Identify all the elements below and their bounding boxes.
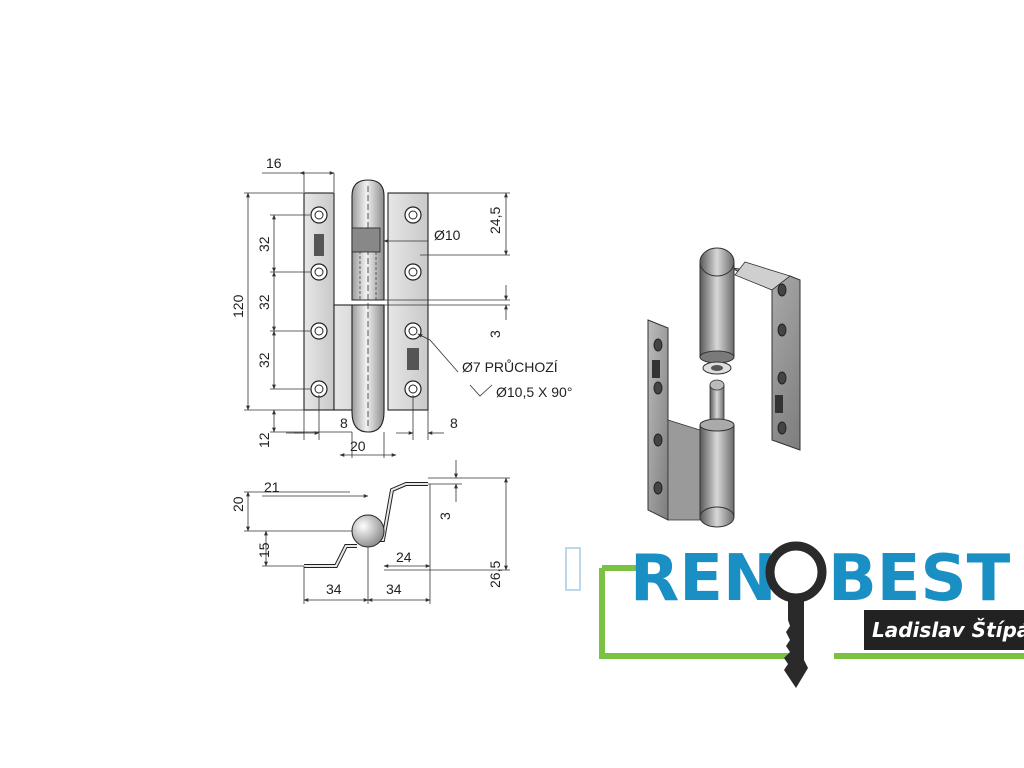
- front-view: 16 120 32 32 32 12 8 20 8 24,5 3 Ø10 Ø7 …: [230, 155, 572, 458]
- hinge-3d-view: [647, 247, 801, 528]
- dim-section-step: 3: [437, 512, 453, 520]
- dim-top-width: 16: [266, 155, 282, 171]
- logo-tagline: Ladislav Štípán: [872, 618, 1024, 642]
- logo-green-frame: [599, 568, 1024, 659]
- dim-height-total: 120: [230, 294, 246, 318]
- holes-right: [404, 206, 422, 398]
- section-ball: [351, 514, 385, 548]
- dim-pitch-3: 32: [256, 352, 272, 368]
- left-leaf-plate: [303, 192, 335, 411]
- dim-top-offset: 24,5: [487, 207, 503, 234]
- renobest-logo: REN BEST Ladislav Štípán: [565, 541, 1024, 688]
- holes-left: [310, 206, 328, 398]
- dim-offset-right: 8: [450, 415, 458, 431]
- logo-text-ren: REN: [630, 542, 777, 616]
- callout-countersink: Ø10,5 X 90°: [496, 384, 572, 400]
- dim-section-depth: 26,5: [487, 561, 503, 588]
- pin-slot: [351, 227, 381, 253]
- dim-pitch-2: 32: [256, 294, 272, 310]
- dim-offset-left: 8: [340, 415, 348, 431]
- dim-section-height-a: 20: [230, 496, 246, 512]
- dim-pitch-1: 32: [256, 236, 272, 252]
- logo-tagline-bar: [864, 610, 1024, 650]
- dim-section-width-b: 24: [396, 549, 412, 565]
- section-view: 20 21 3 15 24 34 34 26,5: [230, 460, 510, 604]
- right-leaf-plate: [387, 192, 429, 411]
- key-icon: [765, 541, 827, 688]
- dim-gap: 3: [487, 330, 503, 338]
- dim-section-width-a: 21: [264, 479, 280, 495]
- stamp-mark-left: [314, 234, 324, 256]
- dim-section-leg-left: 34: [326, 581, 342, 597]
- callout-hole: Ø7 PRŮCHOZÍ: [462, 358, 558, 375]
- dim-bottom-margin: 12: [256, 432, 272, 448]
- stamp-mark-right: [407, 348, 419, 370]
- dim-section-leg-right: 34: [386, 581, 402, 597]
- logo-text-best: BEST: [828, 542, 1011, 616]
- callout-pin-diameter: Ø10: [434, 227, 461, 243]
- dim-pin-width: 20: [350, 438, 366, 454]
- dim-section-height-b: 15: [256, 542, 272, 558]
